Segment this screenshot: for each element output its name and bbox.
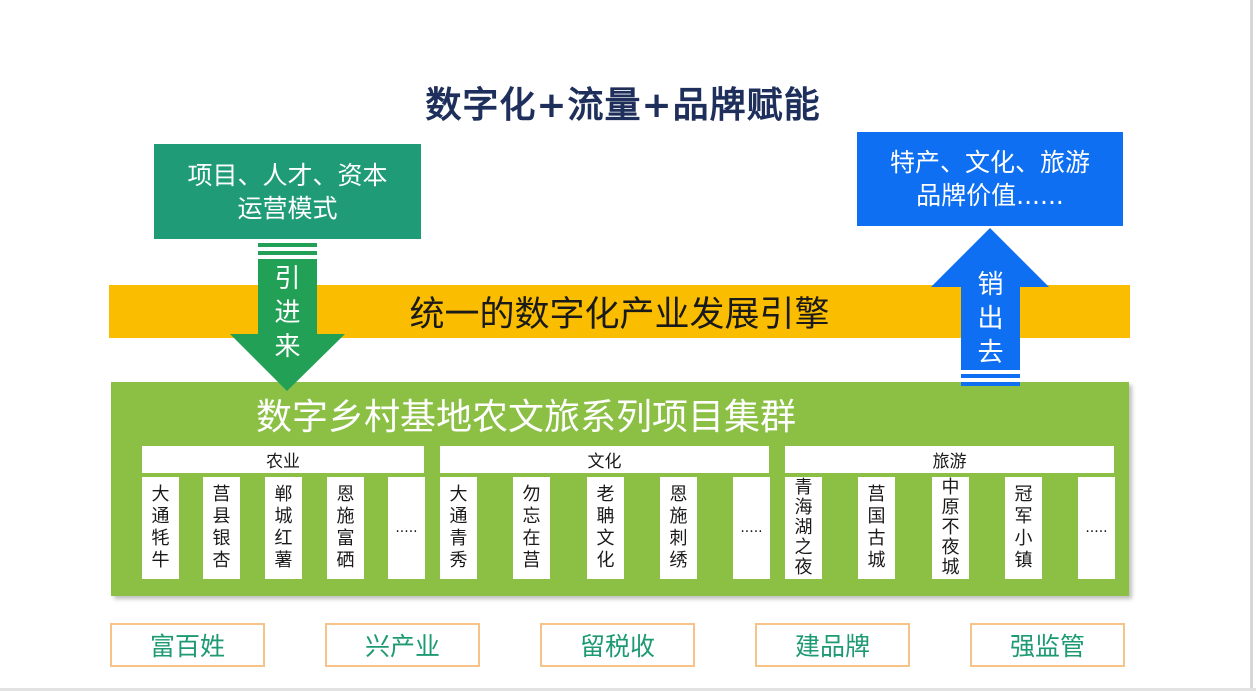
project-item: 冠军小镇 <box>1005 477 1042 579</box>
project-item: 恩施刺绣 <box>660 477 697 579</box>
project-item: 勿忘在莒 <box>513 477 550 579</box>
slide-bottom-edge <box>0 688 1256 691</box>
project-item: 莒国古城 <box>858 477 895 579</box>
page-title: 数字化+流量+品牌赋能 <box>425 85 821 126</box>
project-item: 青海湖之夜 <box>785 477 822 579</box>
output-box-line-2: 品牌价值...... <box>916 181 1064 210</box>
project-item: ..... <box>1078 477 1115 579</box>
arrow-in-icon <box>230 243 345 391</box>
outcome-box: 建品牌 <box>755 623 910 667</box>
arrow-out-icon <box>931 228 1049 386</box>
arrow-in-label: 引进来 <box>274 264 301 362</box>
project-item: 大通牦牛 <box>142 477 179 579</box>
group-header-tourism: 旅游 <box>785 446 1114 473</box>
output-box-line-1: 特产、文化、旅游 <box>889 148 1090 177</box>
engine-label: 统一的数字化产业发展引擎 <box>409 295 830 335</box>
project-item: 恩施富硒 <box>327 477 364 579</box>
group-header-culture: 文化 <box>440 446 769 473</box>
output-value-box: 特产、文化、旅游 品牌价值...... <box>857 132 1123 226</box>
input-box-line-2: 运营模式 <box>237 193 338 223</box>
input-box-line-1: 项目、人才、资本 <box>187 160 388 190</box>
outcome-box: 强监管 <box>970 623 1125 667</box>
arrow-out-label: 销出去 <box>977 270 1004 368</box>
outcome-box: 兴产业 <box>325 623 480 667</box>
outcome-box: 富百姓 <box>110 623 265 667</box>
group-header-agriculture: 农业 <box>142 446 424 473</box>
cluster-title: 数字乡村基地农文旅系列项目集群 <box>255 397 796 438</box>
input-resources-box: 项目、人才、资本 运营模式 <box>154 144 421 239</box>
project-item: 老聃文化 <box>587 477 624 579</box>
project-item: 郸城红薯 <box>265 477 302 579</box>
project-item: 莒县银杏 <box>203 477 240 579</box>
project-item: 大通青秀 <box>440 477 477 579</box>
project-item: 中原不夜城 <box>932 477 969 579</box>
slide-right-edge <box>1250 0 1253 691</box>
outcome-box: 留税收 <box>540 623 695 667</box>
project-item: ..... <box>388 477 425 579</box>
project-item: ..... <box>733 477 770 579</box>
